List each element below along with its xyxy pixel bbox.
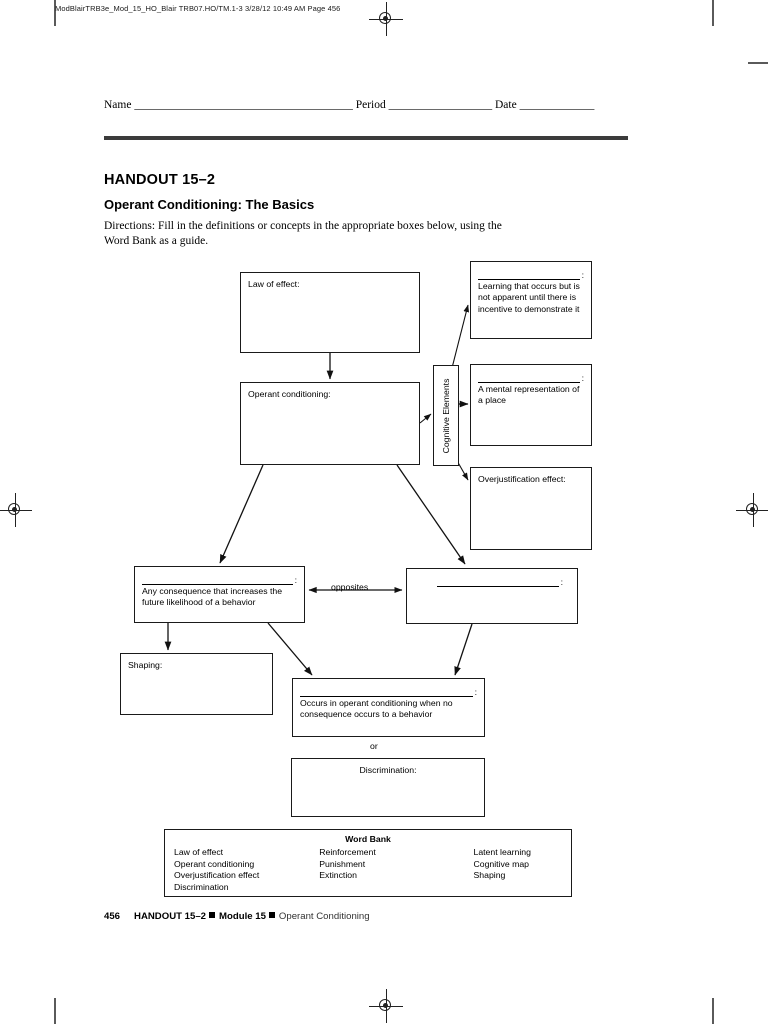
- word-bank-item: Punishment: [319, 858, 366, 869]
- crop-mark-bottom-left-vertical: [54, 998, 56, 1024]
- footer-page-number: 456: [104, 911, 121, 922]
- node-extinction-colon: :: [474, 687, 477, 697]
- crop-mark-bottom-right-vertical: [712, 998, 714, 1024]
- node-discrimination[interactable]: Discrimination:: [291, 758, 485, 817]
- word-bank-item: Reinforcement: [319, 847, 376, 857]
- edge-label-or: or: [370, 741, 378, 751]
- node-extinction[interactable]: : Occurs in operant conditioning when no…: [292, 678, 485, 737]
- node-discrimination-label: Discrimination:: [359, 765, 417, 775]
- page-subtitle: Operant Conditioning: The Basics: [104, 197, 315, 212]
- node-cognitive-map-blank[interactable]: :: [478, 371, 584, 383]
- node-operant-conditioning-label: Operant conditioning:: [248, 389, 331, 399]
- crop-mark-top-right-horizontal: [748, 62, 768, 64]
- node-latent-learning[interactable]: : Learning that occurs but is not appare…: [470, 261, 592, 339]
- header-rule: [104, 136, 628, 140]
- node-punishment-colon: :: [560, 577, 563, 587]
- node-cognitive-map[interactable]: : A mental representation of a place: [470, 364, 592, 446]
- node-shaping-label: Shaping:: [128, 660, 163, 670]
- word-bank-item: Overjustification effect: [174, 870, 260, 881]
- node-extinction-body: Occurs in operant conditioning when no c…: [300, 698, 453, 720]
- word-bank-item: Discrimination: [174, 881, 229, 892]
- word-bank-title: Word Bank: [345, 834, 391, 844]
- directions-text: Directions: Fill in the definitions or c…: [104, 220, 502, 247]
- node-law-of-effect-label: Law of effect:: [248, 279, 300, 289]
- word-bank-column-2: Reinforcement Punishment Extinction: [319, 847, 473, 893]
- edge-label-opposites: opposites: [331, 582, 369, 592]
- word-bank-item: Law of effect: [174, 847, 224, 857]
- node-reinforcement-body: Any consequence that increases the futur…: [142, 586, 283, 608]
- registration-mark-left: [0, 493, 32, 527]
- node-reinforcement-colon: :: [294, 575, 297, 585]
- node-overjustification-effect-label: Overjustification effect:: [478, 474, 566, 484]
- node-cognitive-map-body: A mental representation of a place: [478, 384, 580, 406]
- footer-topic: Operant Conditioning: [278, 911, 370, 922]
- crop-mark-top-right-vertical: [712, 0, 714, 26]
- word-bank: Word Bank Law of effect Operant conditio…: [164, 829, 572, 897]
- footer-square-icon-2: [268, 912, 275, 918]
- node-law-of-effect[interactable]: Law of effect:: [240, 272, 420, 353]
- node-cognitive-elements-label: Cognitive Elements: [441, 378, 451, 453]
- name-period-date-line: Name ___________________________________…: [104, 99, 595, 111]
- word-bank-column-1: Law of effect Operant conditioning Overj…: [165, 847, 319, 893]
- node-reinforcement-blank[interactable]: :: [142, 573, 297, 585]
- word-bank-column-3: Latent learning Cognitive map Shaping: [473, 847, 571, 893]
- node-cognitive-elements: Cognitive Elements: [433, 365, 459, 466]
- node-reinforcement[interactable]: : Any consequence that increases the fut…: [134, 566, 305, 623]
- node-cognitive-map-colon: :: [581, 373, 584, 383]
- word-bank-columns: Law of effect Operant conditioning Overj…: [165, 847, 571, 893]
- node-extinction-blank[interactable]: :: [300, 685, 477, 697]
- node-latent-learning-blank[interactable]: :: [478, 268, 584, 280]
- crop-mark-top-left-vertical: [54, 0, 56, 26]
- word-bank-item: Cognitive map: [473, 858, 530, 869]
- footer-square-icon-1: [209, 912, 215, 918]
- node-overjustification-effect[interactable]: Overjustification effect:: [470, 467, 592, 550]
- print-slug-header: ModBlairTRB3e_Mod_15_HO_Blair TRB07.HO/T…: [55, 4, 341, 13]
- word-bank-item: Operant conditioning: [174, 858, 255, 869]
- page-title: HANDOUT 15–2: [104, 172, 216, 188]
- node-latent-learning-colon: :: [581, 270, 584, 280]
- node-latent-learning-body: Learning that occurs but is not apparent…: [478, 281, 580, 314]
- footer-module: Module 15: [219, 911, 266, 922]
- registration-mark-bottom: [369, 989, 403, 1023]
- footer-handout: HANDOUT 15–2: [134, 911, 206, 922]
- word-bank-item: Shaping: [473, 870, 506, 881]
- registration-mark-top: [369, 2, 403, 36]
- word-bank-item: Extinction: [319, 870, 357, 881]
- registration-mark-right: [736, 493, 768, 527]
- node-punishment[interactable]: :: [406, 568, 578, 624]
- node-operant-conditioning[interactable]: Operant conditioning:: [240, 382, 420, 465]
- node-shaping[interactable]: Shaping:: [120, 653, 273, 715]
- word-bank-item: Latent learning: [473, 847, 531, 857]
- page-footer: 456 HANDOUT 15–2 Module 15 Operant Conditio…: [104, 911, 370, 922]
- node-punishment-blank[interactable]: :: [437, 575, 563, 587]
